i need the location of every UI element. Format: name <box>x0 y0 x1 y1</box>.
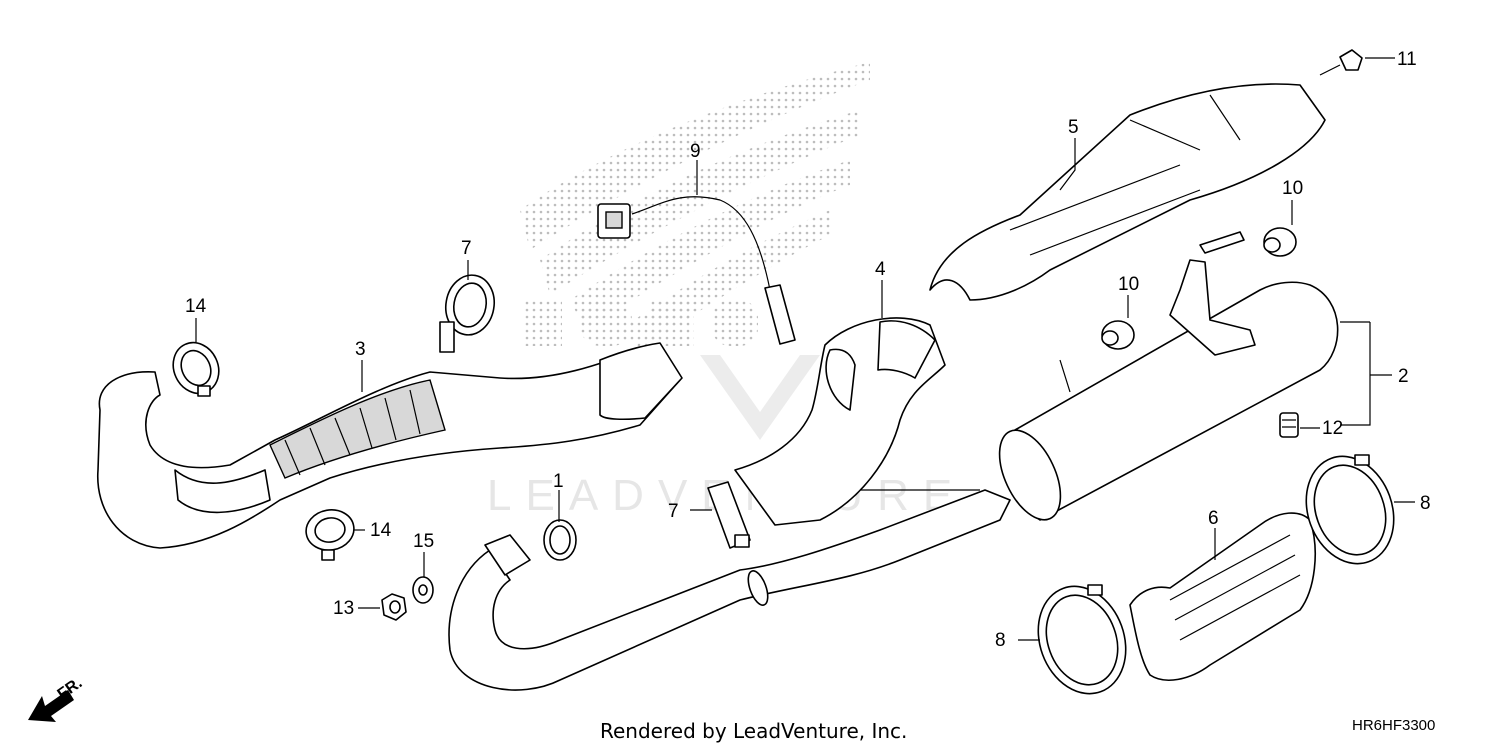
callout-7-lower[interactable]: 7 <box>668 501 679 522</box>
callout-10-lower[interactable]: 10 <box>1118 274 1139 295</box>
band-clamp-part-7-lower[interactable] <box>707 481 751 549</box>
callout-1[interactable]: 1 <box>553 471 564 492</box>
heat-cover-part-6[interactable] <box>1129 512 1316 681</box>
exhaust-pipe-part-3[interactable] <box>97 342 683 549</box>
bolt-part-11[interactable] <box>1319 49 1363 76</box>
callout-3[interactable]: 3 <box>355 339 366 360</box>
callout-15[interactable]: 15 <box>413 531 434 552</box>
diagram-code: HR6HF3300 <box>1352 717 1435 734</box>
grommet-part-10-upper[interactable] <box>1263 227 1297 257</box>
pipe-clamp-part-14-upper[interactable] <box>165 335 227 401</box>
grommet-part-10-lower[interactable] <box>1101 320 1135 350</box>
callout-labels: 1 2 3 4 5 6 7 7 8 8 9 10 10 11 12 13 14 … <box>185 49 1431 651</box>
oxygen-sensor-part-9[interactable] <box>597 196 796 345</box>
band-part-8-right[interactable] <box>1292 444 1409 576</box>
pipe-clamp-part-14-lower[interactable] <box>303 506 357 561</box>
callout-4[interactable]: 4 <box>875 259 886 280</box>
callout-8-right[interactable]: 8 <box>1420 493 1431 514</box>
callout-5[interactable]: 5 <box>1068 117 1079 138</box>
front-direction-arrow-icon: FR. <box>28 675 85 722</box>
callout-8-left[interactable]: 8 <box>995 630 1006 651</box>
callout-12[interactable]: 12 <box>1322 418 1343 439</box>
callout-7-upper[interactable]: 7 <box>461 238 472 259</box>
callout-14-lower[interactable]: 14 <box>370 520 392 541</box>
brand-wing-watermark <box>520 62 870 350</box>
bolt-part-12[interactable] <box>1279 412 1299 438</box>
callout-11[interactable]: 11 <box>1397 49 1417 70</box>
callout-6[interactable]: 6 <box>1208 508 1219 529</box>
exhaust-pipe-lower[interactable] <box>448 489 1011 691</box>
washer-part-15[interactable] <box>412 576 434 604</box>
muffler-cover-part-5[interactable] <box>929 83 1326 301</box>
render-credit: Rendered by LeadVenture, Inc. <box>600 719 907 743</box>
heat-shield-part-4[interactable] <box>734 317 946 526</box>
callout-2[interactable]: 2 <box>1398 366 1409 387</box>
band-part-8-left[interactable] <box>1024 574 1141 706</box>
leader-lines <box>195 57 1415 641</box>
band-clamp-part-7-upper[interactable] <box>439 271 499 353</box>
callout-9[interactable]: 9 <box>690 141 701 162</box>
callout-14-upper[interactable]: 14 <box>185 296 207 317</box>
nut-part-13[interactable] <box>381 593 407 621</box>
gasket-part-1[interactable] <box>543 519 577 561</box>
callout-13[interactable]: 13 <box>333 598 354 619</box>
callout-10-upper[interactable]: 10 <box>1282 178 1303 199</box>
muffler-part-2[interactable] <box>987 231 1339 529</box>
